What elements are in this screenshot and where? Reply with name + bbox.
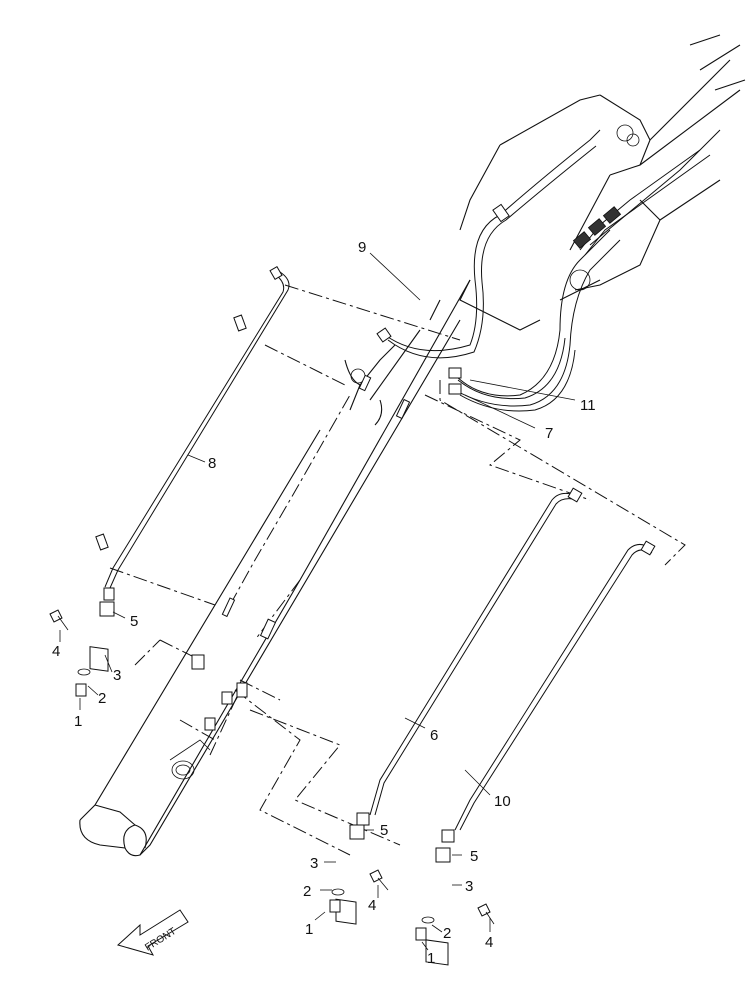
callout-7: 7: [545, 425, 553, 442]
callout-9: 9: [358, 239, 366, 256]
pipe-6: [356, 487, 583, 826]
callout-3-middle: 3: [310, 855, 318, 872]
callout-1-right: 1: [427, 950, 435, 967]
callout-10: 10: [494, 793, 511, 810]
hoses: [376, 129, 721, 412]
callout-4-left: 4: [52, 643, 60, 660]
lower-boom: [79, 279, 471, 857]
callout-8: 8: [208, 455, 216, 472]
clamps: [95, 314, 411, 731]
callout-5-left: 5: [130, 613, 138, 630]
callout-1-left: 1: [74, 713, 82, 730]
callout-3-left: 3: [113, 667, 121, 684]
boom-structure: [344, 34, 746, 426]
callout-5-right: 5: [470, 848, 478, 865]
fitting-assembly-right: [415, 847, 495, 966]
callout-4-middle: 4: [368, 897, 376, 914]
pipe-8: [103, 265, 290, 601]
callout-5-middle: 5: [380, 822, 388, 839]
leader-lines: [109, 284, 686, 856]
fitting-assembly-middle: [329, 824, 389, 925]
callout-leaders: [59, 252, 576, 951]
callout-11: 11: [580, 397, 596, 414]
callout-6: 6: [430, 727, 438, 744]
callout-1-middle: 1: [305, 921, 313, 938]
callout-4-right: 4: [485, 934, 493, 951]
callout-2-left: 2: [98, 690, 106, 707]
fitting-assembly-left: [49, 601, 115, 697]
pipe-10: [441, 540, 656, 843]
callout-2-right: 2: [443, 925, 451, 942]
callout-2-middle: 2: [303, 883, 311, 900]
callouts: 9 11 7 8 5 4 3 2 1 6 10 5 3 2 4 1 5 3 2 …: [52, 239, 596, 967]
callout-3-right: 3: [465, 878, 473, 895]
front-arrow: FRONT: [116, 909, 189, 956]
